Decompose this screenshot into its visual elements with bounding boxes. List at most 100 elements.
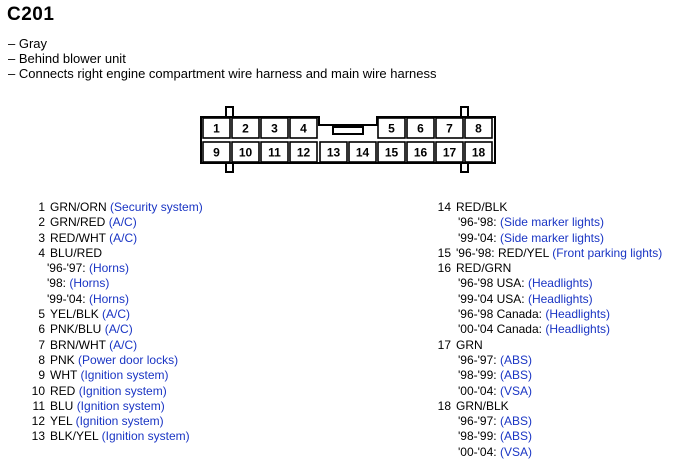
- pin-number: 3: [38, 230, 45, 245]
- pin-variant: '99-'04: (Horns): [30, 292, 203, 307]
- wire-color: PNK/BLU: [50, 322, 102, 337]
- pin-number-16: 16: [414, 146, 428, 160]
- variant-label: '98-'99:: [458, 368, 497, 383]
- pin-number-18: 18: [472, 146, 486, 160]
- pin-number-14: 14: [356, 146, 370, 160]
- pin-cell-16: [406, 141, 435, 163]
- pin-number: 6: [38, 322, 45, 337]
- pin-variant: '96-'98 Canada: (Headlights): [436, 307, 662, 322]
- circuit-system: (Ignition system): [101, 429, 190, 444]
- pin-variant: '98-'99: (ABS): [436, 368, 662, 383]
- pin-entry-18: 18 GRN/BLK: [436, 399, 662, 414]
- pin-number-15: 15: [385, 146, 399, 160]
- pin-variant: '99-'04: (Side marker lights): [436, 231, 662, 246]
- pin-number: 12: [31, 414, 45, 429]
- pin-cell-11: [260, 141, 289, 163]
- variant-label: '96-'97:: [458, 414, 497, 429]
- locking-tab-right-bottom: [460, 162, 469, 173]
- pin-number: 13: [31, 429, 45, 444]
- variant-label: '96-'97:: [458, 352, 497, 367]
- pin-variant: '00-'04 Canada: (Headlights): [436, 322, 662, 337]
- pin-number-4: 4: [300, 122, 307, 136]
- pin-number-1: 1: [213, 122, 220, 136]
- wire-color: RED/GRN: [456, 261, 512, 276]
- circuit-system: (Side marker lights): [499, 230, 604, 245]
- connector-latch: [332, 126, 364, 135]
- pin-number-5: 5: [388, 122, 395, 136]
- pin-entry-4: 4 BLU/RED: [30, 246, 203, 261]
- pin-number: 14: [437, 200, 451, 214]
- pin-number: 8: [38, 352, 45, 367]
- wire-color: YEL/BLK: [50, 307, 99, 322]
- variant-label: '98-'99:: [458, 429, 497, 444]
- pin-entry-15: 15 '96-'98: RED/YEL (Front parking lights…: [436, 245, 663, 261]
- variant-label: '00-'04:: [458, 383, 497, 398]
- wire-color: BLU: [50, 398, 74, 413]
- description-line-connects: – Connects right engine compartment wire…: [8, 66, 437, 81]
- circuit-system: (Front parking lights): [552, 245, 663, 260]
- pin-number-6: 6: [417, 122, 424, 136]
- connector-title: C201: [7, 4, 55, 25]
- circuit-system: (Horns): [69, 276, 110, 291]
- wire-color: GRN/BLK: [456, 398, 509, 413]
- pin-number: 10: [31, 383, 45, 398]
- pin-number: 1: [38, 200, 45, 214]
- pin-cell-3: [260, 117, 289, 139]
- wire-color: WHT: [50, 368, 78, 383]
- locking-tab-left-top: [225, 106, 234, 118]
- circuit-system: (Headlights): [545, 307, 611, 322]
- connector-description: – Gray – Behind blower unit – Connects r…: [8, 36, 437, 81]
- circuit-system: (A/C): [109, 230, 138, 245]
- wire-color: PNK: [50, 352, 75, 367]
- pin-number-9: 9: [213, 146, 220, 160]
- variant-label: '96-'98:: [458, 215, 497, 230]
- pin-number: 15: [437, 245, 451, 260]
- pin-cell-5: [377, 117, 406, 139]
- description-line-color: – Gray: [8, 36, 48, 51]
- pin-number-11: 11: [268, 146, 281, 160]
- circuit-system: (Headlights): [527, 276, 593, 291]
- variant-label: '00-'04:: [458, 444, 497, 459]
- wire-color: '96-'98: RED/YEL: [456, 245, 549, 260]
- variant-label: '99-'04:: [47, 291, 86, 306]
- circuit-system: (Headlights): [527, 291, 593, 306]
- pin-variant: '96-'97: (ABS): [436, 353, 662, 368]
- pin-cell-1: [202, 117, 231, 139]
- circuit-system: (A/C): [109, 337, 138, 352]
- pin-variant: '96-'97: (Horns): [30, 261, 203, 276]
- circuit-system: (VSA): [499, 383, 532, 398]
- circuit-system: (Security system): [110, 200, 203, 214]
- pin-cell-10: [231, 141, 260, 163]
- pin-variant: '96-'98: (Side marker lights): [436, 215, 662, 230]
- circuit-system: (Ignition system): [78, 383, 167, 398]
- pin-number: 4: [38, 245, 45, 260]
- pin-cell-14: [348, 141, 377, 163]
- pin-variant: '00-'04: (VSA): [436, 445, 662, 460]
- variant-label: '98:: [47, 276, 66, 291]
- circuit-system: (ABS): [499, 414, 532, 429]
- pin-cell-7: [435, 117, 464, 139]
- connector-housing: [200, 116, 496, 164]
- pin-number: 18: [437, 398, 451, 413]
- pin-cell-8: [464, 117, 493, 139]
- pin-number-2: 2: [242, 122, 249, 136]
- wire-color: BLU/RED: [50, 245, 103, 260]
- variant-label: '96-'98 Canada:: [458, 307, 542, 322]
- wire-color: YEL: [50, 414, 73, 429]
- wire-color: GRN/RED: [50, 215, 106, 230]
- pin-number-10: 10: [239, 146, 253, 160]
- wire-color: RED/WHT: [50, 230, 106, 245]
- circuit-system: (ABS): [499, 368, 532, 383]
- pin-cell-12: [289, 141, 318, 163]
- wire-color: BLK/YEL: [50, 429, 99, 444]
- circuit-system: (Ignition system): [76, 398, 165, 413]
